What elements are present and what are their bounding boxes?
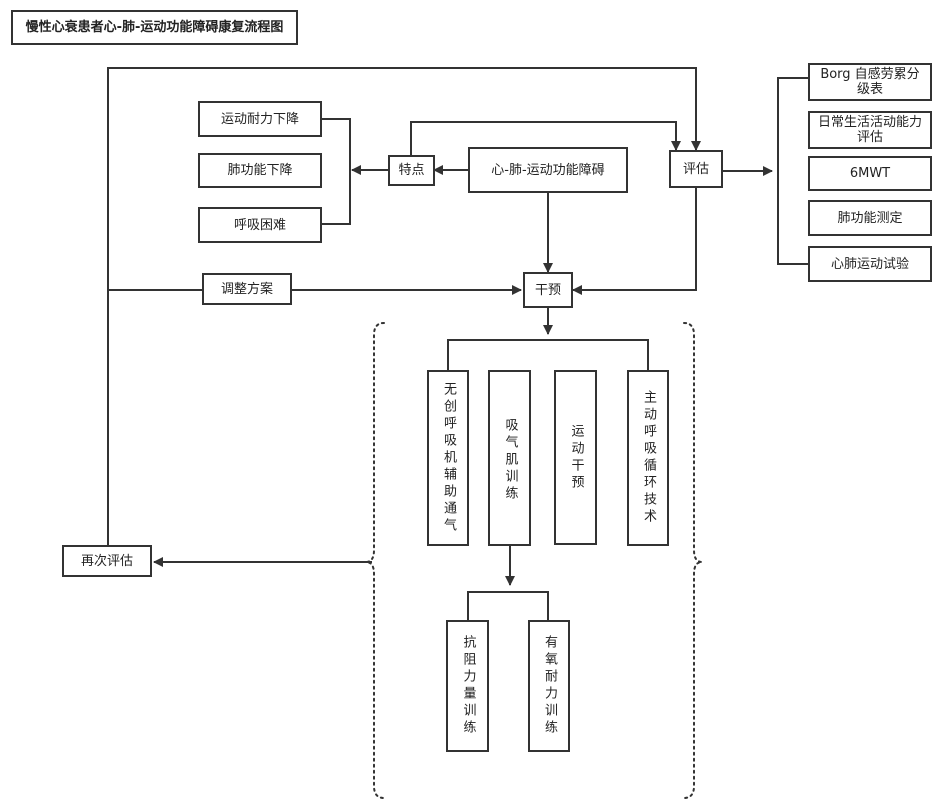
loop-reassess-to-assess (107, 67, 701, 548)
node-lung-function-test: 肺功能测定 (808, 200, 932, 236)
node-core-dysfunction: 心-肺-运动功能障碍 (468, 147, 628, 193)
node-aerobic-training-label: 有氧耐力训练 (542, 635, 557, 737)
node-resistance-training: 抗阻力量训练 (446, 620, 489, 752)
node-niv: 无创呼吸机辅助通气 (427, 370, 469, 546)
node-lung-function-decline: 肺功能下降 (198, 153, 322, 188)
bracket-tools (777, 77, 808, 265)
node-endurance-decline: 运动耐力下降 (198, 101, 322, 137)
node-imt: 吸气肌训练 (488, 370, 531, 546)
node-reassess: 再次评估 (62, 545, 152, 577)
node-exercise-intervention: 运动干预 (554, 370, 597, 545)
node-niv-label: 无创呼吸机辅助通气 (441, 381, 456, 535)
node-intervene: 干预 (523, 272, 573, 308)
line-features-to-assess (410, 121, 681, 155)
node-exercise-intervention-label: 运动干预 (568, 423, 584, 492)
dashed-brace-right (683, 322, 703, 799)
node-borg-scale: Borg 自感劳累分级表 (808, 63, 932, 101)
bracket-features (322, 118, 351, 225)
node-adl-assessment: 日常生活活动能力评估 (808, 111, 932, 149)
node-features: 特点 (388, 155, 435, 186)
arrow-assess-to-intervene (572, 188, 697, 295)
node-adjust-plan: 调整方案 (202, 273, 292, 305)
node-acbt-label: 主动呼吸循环技术 (641, 390, 656, 526)
node-acbt: 主动呼吸循环技术 (627, 370, 669, 546)
bracket-interventions (447, 339, 649, 370)
node-assess: 评估 (669, 150, 723, 188)
bracket-exercise (467, 591, 549, 620)
node-imt-label: 吸气肌训练 (502, 418, 518, 503)
diagram-title: 慢性心衰患者心-肺-运动功能障碍康复流程图 (11, 10, 298, 45)
node-dyspnea: 呼吸困难 (198, 207, 322, 243)
node-resistance-training-label: 抗阻力量训练 (460, 635, 476, 737)
node-cpet: 心肺运动试验 (808, 246, 932, 282)
node-6mwt: 6MWT (808, 156, 932, 191)
node-aerobic-training: 有氧耐力训练 (528, 620, 570, 752)
dashed-brace-left (365, 322, 385, 799)
